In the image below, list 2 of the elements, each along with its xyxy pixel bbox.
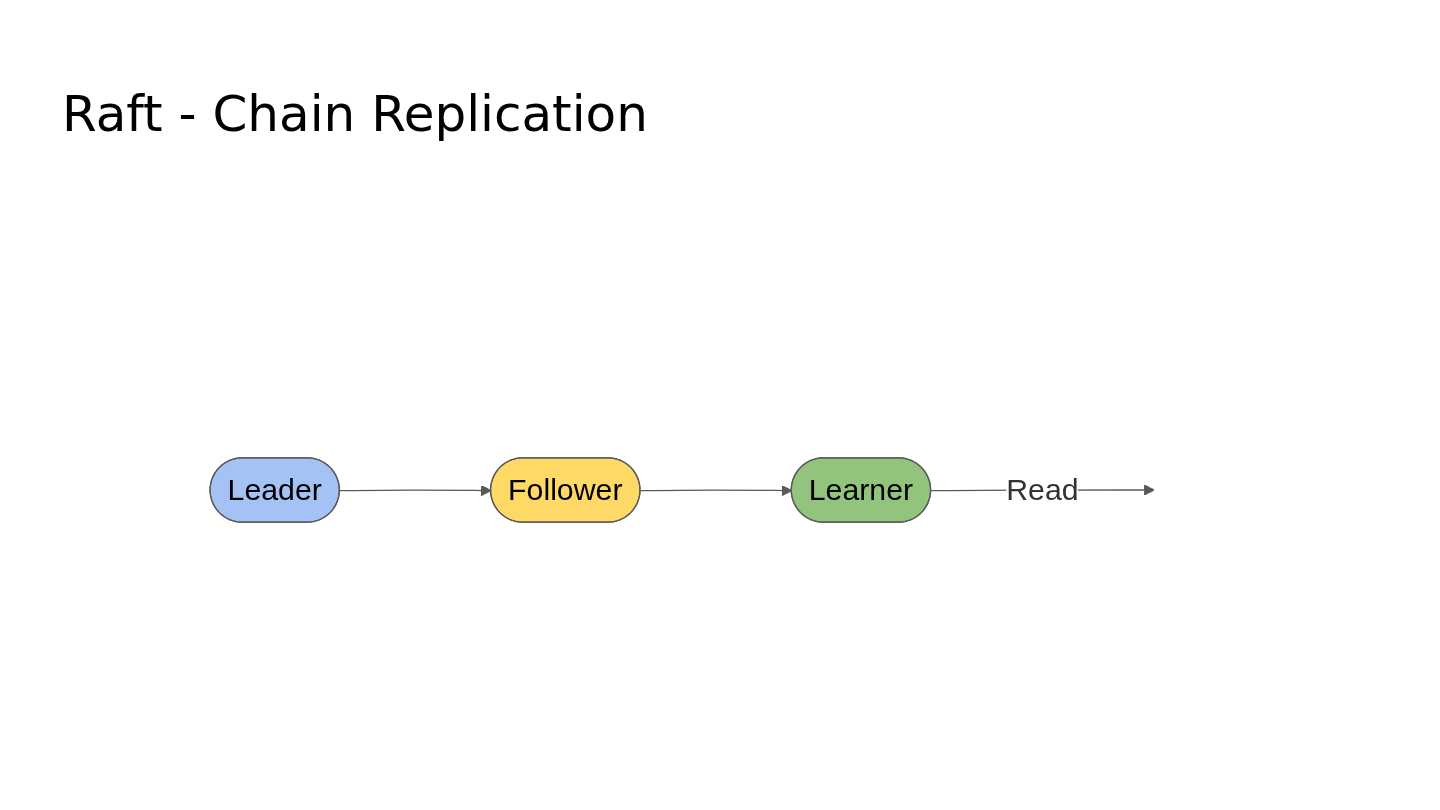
edge-label: Read bbox=[1006, 472, 1079, 507]
slide-title: Raft - Chain Replication bbox=[62, 85, 648, 143]
